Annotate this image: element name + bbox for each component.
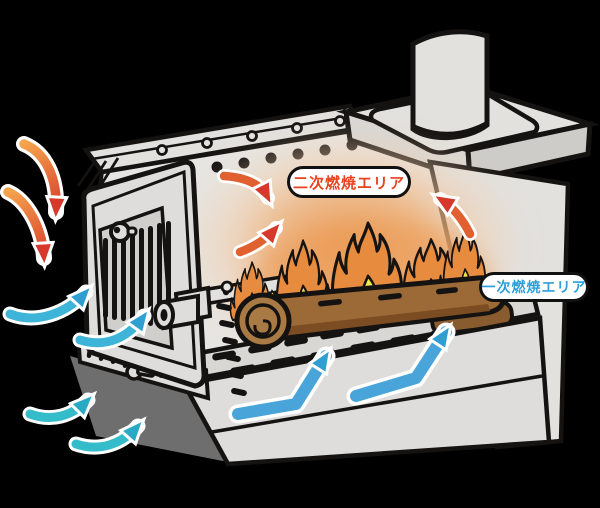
hot-air-arrow-swirl-3 [440,192,477,241]
rivet-holes [156,115,346,156]
cold-air-arrow-door-1 [2,292,86,326]
cold-air-arrow-lower-1 [22,400,88,425]
door-vent-slats [103,221,171,329]
cold-air-arrow-lower-2 [68,426,138,455]
cold-air-arrow-grate-2 [346,332,456,406]
door-knob [109,221,138,243]
hot-air-arrow-1 [16,136,56,212]
top-rim [76,103,364,197]
hot-air-arrow-2 [0,184,44,258]
opening-left-edge [216,280,247,397]
cold-air-arrow-grate-1 [228,356,336,424]
secondary-combustion-label-text: 二次燃焼エリア [292,174,405,192]
hot-air-arrow-swirl-2 [233,228,276,259]
door-handle [153,285,213,331]
stove-door [81,159,213,389]
hot-air-arrow-swirl-1 [217,169,275,198]
primary-combustion-label-text: 一次燃焼エリア [481,279,587,295]
primary-combustion-label: 一次燃焼エリア [479,272,589,302]
cold-air-arrow-door-2 [72,316,144,351]
secondary-combustion-label: 二次燃焼エリア [287,166,411,198]
chimney-pipe [410,29,490,141]
